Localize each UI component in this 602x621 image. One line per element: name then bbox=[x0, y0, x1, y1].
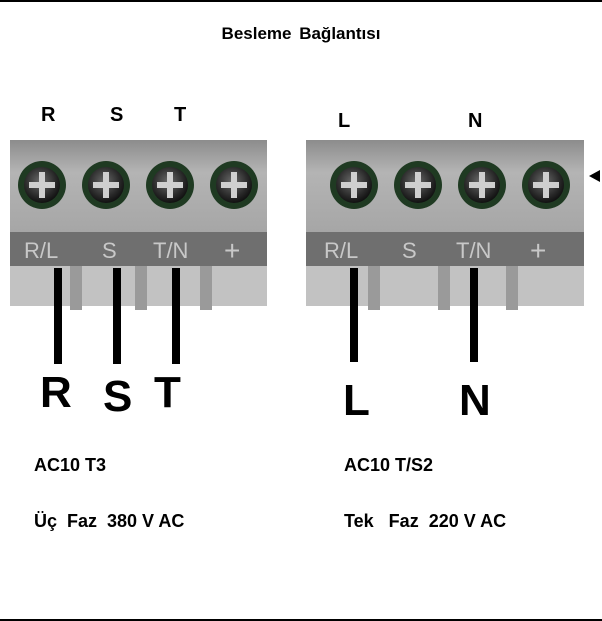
terminal-mark: + bbox=[530, 235, 546, 266]
terminal-block-left: R/L S T/N + bbox=[10, 140, 267, 310]
top-label-r: R bbox=[41, 104, 56, 126]
screw-icon bbox=[330, 161, 378, 209]
top-label-n: N bbox=[468, 110, 483, 132]
terminal-mark: + bbox=[224, 235, 240, 266]
top-label-l: L bbox=[338, 110, 351, 132]
screw-icon bbox=[82, 161, 130, 209]
screw-icon bbox=[146, 161, 194, 209]
wire-t bbox=[172, 268, 180, 364]
wire-label-s: S bbox=[103, 372, 133, 421]
wire-l bbox=[350, 268, 358, 362]
terminal-mark: R/L bbox=[24, 238, 58, 263]
diagram-title: Besleme Bağlantısı bbox=[221, 24, 381, 43]
screw-icon bbox=[458, 161, 506, 209]
wire-label-n: N bbox=[459, 376, 491, 425]
terminal-mark: T/N bbox=[153, 238, 188, 263]
screw-icon bbox=[394, 161, 442, 209]
terminal-block-right: R/L S T/N + bbox=[306, 140, 584, 310]
model-right: AC10 T/S2 bbox=[344, 455, 434, 475]
terminal-mark: S bbox=[102, 238, 117, 263]
supply-left: Üç Faz 380 V AC bbox=[34, 511, 185, 531]
screw-icon bbox=[18, 161, 66, 209]
supply-right: Tek Faz 220 V AC bbox=[344, 511, 507, 531]
wire-label-r: R bbox=[40, 368, 72, 417]
terminal-mark: R/L bbox=[324, 238, 358, 263]
wire-label-l: L bbox=[343, 376, 370, 425]
model-left: AC10 T3 bbox=[34, 455, 107, 475]
terminal-mark: T/N bbox=[456, 238, 491, 263]
terminal-mark: S bbox=[402, 238, 417, 263]
top-label-s: S bbox=[110, 104, 124, 126]
wire-n bbox=[470, 268, 478, 362]
wire-s bbox=[113, 268, 121, 364]
screw-icon bbox=[522, 161, 570, 209]
wire-r bbox=[54, 268, 62, 364]
wire-label-t: T bbox=[154, 368, 181, 417]
screw-icon bbox=[210, 161, 258, 209]
top-label-t: T bbox=[174, 104, 187, 126]
arrow-pointer-icon bbox=[589, 170, 600, 182]
